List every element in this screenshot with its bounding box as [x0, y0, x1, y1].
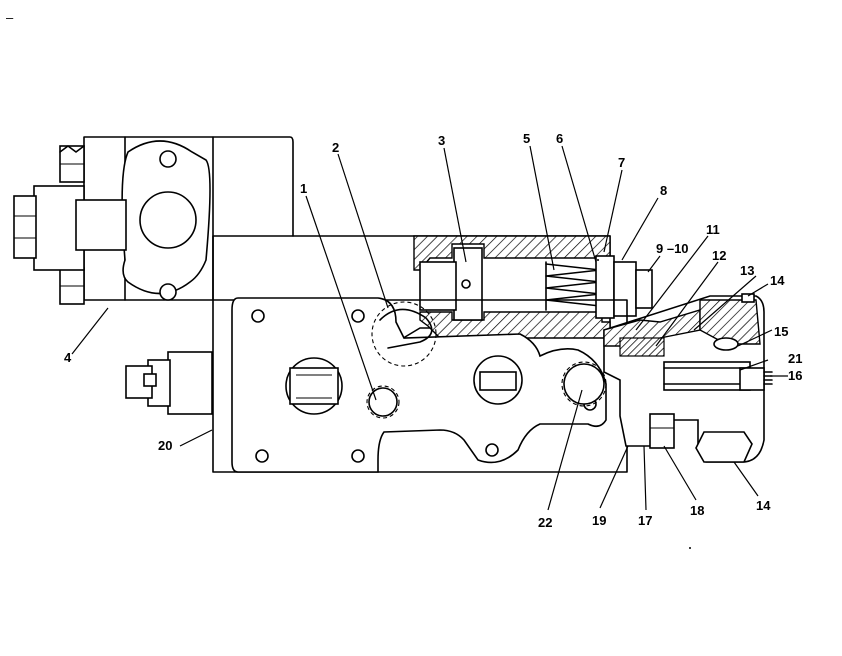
callout-20: 20 — [158, 438, 172, 453]
callout-18: 18 — [690, 503, 704, 518]
callout-1: 1 — [300, 181, 307, 196]
callout-4: 4 — [64, 350, 72, 365]
callout-labels: 1 2 3 4 5 6 7 8 9 –10 11 12 13 14 15 16 … — [64, 131, 802, 530]
callout-22: 22 — [538, 515, 552, 530]
callout-16: 16 — [788, 368, 802, 383]
callout-21: 21 — [788, 351, 802, 366]
flange-body — [83, 136, 294, 301]
speck — [689, 547, 691, 549]
lower-shaft — [125, 351, 213, 415]
callout-6: 6 — [556, 131, 563, 146]
callout-11: 11 — [706, 222, 720, 237]
speck — [597, 259, 599, 261]
callout-13: 13 — [740, 263, 754, 278]
callout-12: 12 — [712, 248, 726, 263]
callout-19: 19 — [592, 513, 606, 528]
callout-3: 3 — [438, 133, 445, 148]
relief-valve — [603, 293, 773, 463]
callout-8: 8 — [660, 183, 667, 198]
callout-17: 17 — [638, 513, 652, 528]
callout-14-bottom: 14 — [756, 498, 771, 513]
upper-spool-housing — [292, 235, 653, 341]
callout-7: 7 — [618, 155, 625, 170]
callout-5: 5 — [523, 131, 530, 146]
callout-9-10: 9 –10 — [656, 241, 689, 256]
corner-mark: – — [6, 10, 14, 25]
callout-15: 15 — [774, 324, 788, 339]
main-valve-body — [212, 297, 628, 473]
left-fitting — [13, 145, 127, 305]
callout-2: 2 — [332, 140, 339, 155]
leader-lines — [71, 145, 788, 511]
callout-14-top: 14 — [770, 273, 785, 288]
